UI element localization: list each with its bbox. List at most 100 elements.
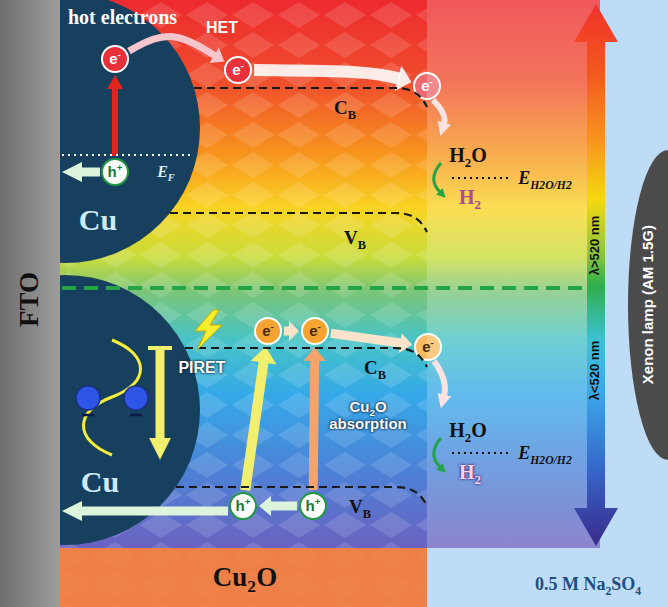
hole: h+ bbox=[299, 492, 327, 520]
potential-label: EH2O/H2 bbox=[518, 168, 572, 189]
arrow-shaft bbox=[245, 360, 264, 490]
electron: e- bbox=[101, 45, 129, 73]
cu2o-ground bbox=[60, 548, 427, 607]
arrow-head bbox=[251, 347, 277, 365]
hole-flow-arrow bbox=[80, 507, 228, 516]
node-text: h+ bbox=[236, 497, 251, 514]
node-text: Cu2O bbox=[213, 562, 277, 593]
species-label: H2O bbox=[449, 419, 487, 442]
wavelength-label: λ<520 nm bbox=[589, 340, 604, 400]
fermi-level-label: EF bbox=[157, 163, 175, 181]
fermi-level-line bbox=[62, 154, 190, 156]
arrow-head bbox=[289, 321, 299, 341]
node-text: e- bbox=[262, 322, 274, 339]
node-text: Cu bbox=[81, 465, 119, 500]
arrow-head bbox=[395, 66, 412, 91]
fermi-level-label: EF bbox=[157, 163, 175, 181]
arrow-shaft bbox=[313, 359, 314, 490]
particle-fill bbox=[0, 275, 200, 545]
band-label: CB bbox=[334, 97, 356, 119]
mechanism-label: Cu2O absorption bbox=[325, 398, 411, 433]
transfer-arrow bbox=[245, 347, 276, 490]
wavelength-label: λ>520 nm bbox=[566, 238, 626, 253]
species-label: H2 bbox=[459, 186, 481, 209]
transfer-arrow bbox=[107, 75, 123, 156]
charge-mark bbox=[130, 414, 142, 417]
band-label: VB bbox=[349, 496, 371, 518]
arrow-head bbox=[399, 333, 412, 353]
transfer-arrow bbox=[331, 333, 412, 353]
node-text: Cu bbox=[79, 203, 117, 238]
potential-line bbox=[452, 177, 508, 179]
band-label: CB bbox=[334, 97, 356, 119]
band-label: VB bbox=[349, 496, 371, 518]
node-text: e- bbox=[422, 338, 434, 355]
reduction-arrow bbox=[433, 100, 445, 124]
potential-label: EH2O/H2 bbox=[518, 443, 572, 464]
hole-flow-arrow bbox=[80, 168, 100, 177]
species-label: H2 bbox=[459, 461, 481, 484]
plasmon-wave bbox=[84, 340, 141, 455]
wavelength-label: λ<520 nm bbox=[566, 363, 626, 378]
arrow-head bbox=[209, 48, 224, 63]
hole: h+ bbox=[101, 158, 129, 186]
band-label: VB bbox=[344, 227, 366, 249]
band-label: CB bbox=[364, 357, 386, 379]
electron-cloud bbox=[76, 386, 100, 410]
species-label: H2O bbox=[449, 144, 487, 167]
species-label: H2O bbox=[449, 144, 487, 167]
reduction-arrow bbox=[434, 361, 445, 396]
arrow-shaft bbox=[331, 333, 402, 343]
electron: e- bbox=[224, 56, 252, 84]
transfer-arrow bbox=[259, 496, 297, 516]
transfer-arrow bbox=[129, 36, 224, 62]
electron: e- bbox=[254, 317, 282, 345]
region-label: hot electrons bbox=[68, 6, 177, 29]
reaction-arrow bbox=[434, 438, 441, 467]
arrow-head bbox=[304, 347, 326, 361]
electron-cloud bbox=[124, 386, 148, 410]
node-text: FTO bbox=[14, 272, 45, 327]
reaction-arrow bbox=[434, 163, 441, 192]
edge-label: HET bbox=[206, 19, 238, 37]
band-label: VB bbox=[344, 227, 366, 249]
species-label: H2 bbox=[459, 461, 481, 484]
potential-label: EH2O/H2 bbox=[518, 443, 572, 464]
potential-line bbox=[452, 452, 508, 454]
energy-transfer-bolt bbox=[195, 310, 222, 350]
valence-band-line bbox=[176, 487, 427, 506]
mechanism-label: Cu2O absorption bbox=[325, 398, 411, 433]
fto-electrode: FTO bbox=[0, 0, 60, 607]
node-text: e- bbox=[109, 50, 121, 67]
mechanism-label: PIRET bbox=[178, 359, 225, 377]
charge-mark bbox=[82, 414, 94, 417]
arrow-shaft bbox=[269, 502, 297, 511]
node-text: h+ bbox=[306, 497, 321, 514]
node-text: e- bbox=[421, 77, 433, 94]
transfer-arrow bbox=[254, 66, 412, 91]
node-text: e- bbox=[232, 61, 244, 78]
cu2o-layer: Cu2O bbox=[60, 548, 427, 607]
plasmon-decay-arrow bbox=[156, 350, 165, 440]
edge-label: HET bbox=[206, 19, 238, 37]
transfer-arrow bbox=[304, 347, 326, 490]
node-text: Xenon lamp (AM 1.5G) bbox=[639, 225, 656, 384]
node-text: 0.5 M Na2SO4 bbox=[535, 574, 641, 595]
arrow-shaft bbox=[129, 36, 216, 56]
particle-fill bbox=[0, 0, 200, 263]
band-label: CB bbox=[364, 357, 386, 379]
divider-line bbox=[62, 286, 584, 290]
spectrum-arrow bbox=[574, 4, 618, 546]
node-text: e- bbox=[309, 322, 321, 339]
arrow-head bbox=[259, 496, 271, 516]
valence-band-line bbox=[170, 213, 427, 232]
hole: h+ bbox=[229, 492, 257, 520]
wavelength-label: λ>520 nm bbox=[589, 215, 604, 275]
node-text: h+ bbox=[108, 163, 123, 180]
arrow-shaft bbox=[284, 327, 291, 336]
region-label: hot electrons bbox=[68, 6, 177, 29]
mechanism-label: PIRET bbox=[178, 359, 225, 377]
species-label: H2O bbox=[449, 419, 487, 442]
